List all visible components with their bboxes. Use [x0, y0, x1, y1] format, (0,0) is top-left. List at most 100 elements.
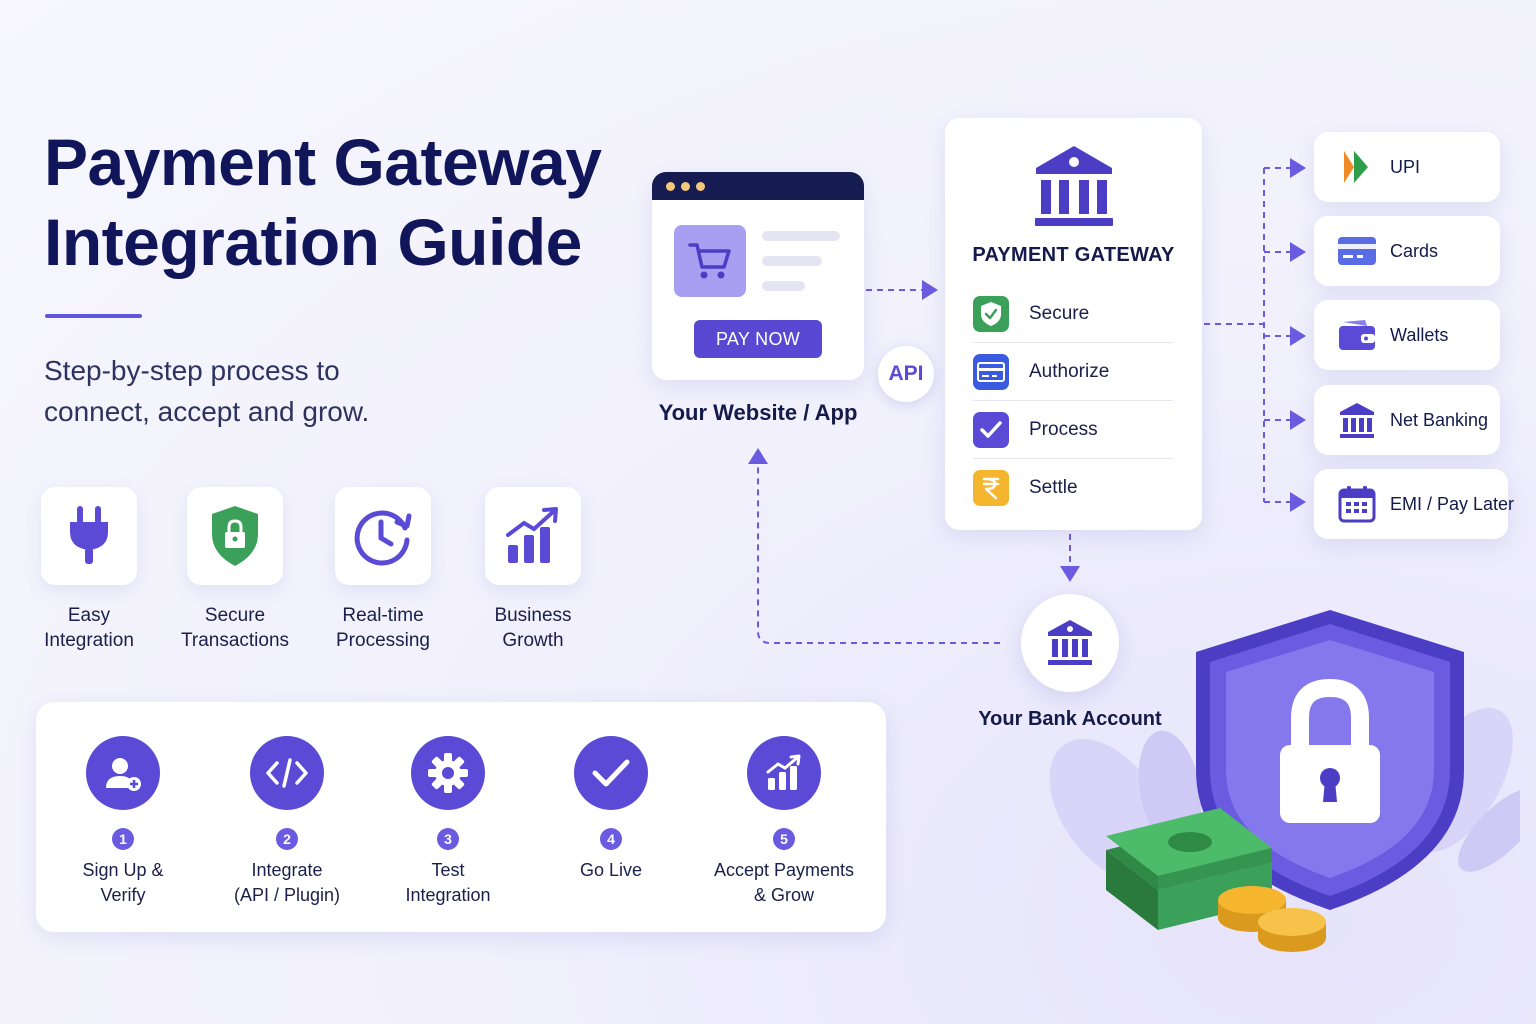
cart-tile: [674, 225, 746, 297]
step-sign-up: 1 Sign Up & Verify: [38, 736, 208, 908]
gateway-step-label: Secure: [1029, 303, 1090, 324]
bank-icon: [1035, 146, 1113, 226]
method-wallets[interactable]: Wallets: [1314, 300, 1500, 370]
feature-label: Business Growth: [458, 603, 608, 653]
wallet-icon: [1334, 312, 1380, 358]
step-label: Accept Payments & Grow: [699, 858, 869, 908]
feature-easy-integration: Easy Integration: [14, 487, 164, 653]
subtitle: Step-by-step process to connect, accept …: [44, 350, 464, 432]
method-upi[interactable]: UPI: [1314, 132, 1500, 202]
step-label-line-1: Integrate: [251, 860, 323, 880]
check-icon: [592, 759, 630, 787]
bank-account-label: Your Bank Account: [978, 708, 1162, 730]
method-cards[interactable]: Cards: [1314, 216, 1500, 286]
step-number: 1: [112, 828, 134, 850]
coins-icon: [1218, 886, 1326, 952]
method-label: Cards: [1390, 240, 1439, 261]
method-emi-pay-later[interactable]: EMI / Pay Later: [1314, 469, 1514, 539]
bank-icon: [1048, 620, 1092, 665]
step-label-line-1: Sign Up &: [82, 860, 164, 880]
feature-tile: [335, 487, 431, 585]
title-line-1: Payment Gateway: [44, 125, 602, 199]
step-go-live: 4 Go Live: [526, 736, 696, 883]
step-label: Test Integration: [363, 858, 533, 908]
gateway-step-authorize: Authorize: [973, 343, 1173, 401]
feature-label: Easy Integration: [14, 603, 164, 653]
step-number: 2: [276, 828, 298, 850]
step-label-line-2: Integration: [405, 885, 491, 905]
method-label: UPI: [1390, 156, 1421, 177]
step-number: 5: [773, 828, 795, 850]
website-mockup: PAY NOW: [652, 172, 864, 380]
growth-chart-icon: [766, 754, 801, 790]
api-badge: API: [878, 346, 934, 402]
step-icon-circle: [747, 736, 821, 810]
feature-label-line-2: Processing: [336, 630, 430, 651]
step-integrate: 2 Integrate (API / Plugin): [202, 736, 372, 908]
bank-account-node: [1021, 594, 1119, 692]
window-dot: [696, 182, 705, 191]
feature-label-line-2: Integration: [44, 630, 134, 651]
feature-label-line-1: Business: [494, 605, 572, 626]
step-label-line-1: Test: [431, 860, 465, 880]
card-icon: [1334, 228, 1380, 274]
method-net-banking[interactable]: Net Banking: [1314, 385, 1500, 455]
step-label-line-1: Go Live: [579, 860, 643, 880]
gateway-step-label: Authorize: [1029, 361, 1110, 382]
upi-icon: [1334, 144, 1380, 190]
code-icon: [266, 758, 308, 788]
feature-label: Real-time Processing: [308, 603, 458, 653]
title-divider: [45, 314, 142, 318]
method-label: EMI / Pay Later: [1390, 493, 1515, 514]
rupee-icon: [973, 470, 1009, 506]
clock-refresh-icon: [354, 510, 412, 566]
feature-label-line-2: Transactions: [180, 630, 290, 651]
feature-label-line-1: Secure: [204, 605, 266, 626]
bank-icon: [1334, 397, 1380, 443]
step-icon-circle: [86, 736, 160, 810]
feature-label-line-1: Real-time: [342, 605, 424, 626]
step-label: Go Live: [526, 858, 696, 883]
step-icon-circle: [250, 736, 324, 810]
subtitle-line-1: Step-by-step process to: [44, 355, 340, 386]
gateway-step-settle: Settle: [973, 459, 1173, 517]
browser-title-bar: [652, 172, 864, 200]
cart-icon: [688, 243, 731, 279]
placeholder-line: [762, 256, 822, 266]
growth-chart-icon: [506, 507, 558, 563]
cash-stack-icon: [1106, 808, 1272, 930]
pay-now-button[interactable]: PAY NOW: [694, 320, 822, 358]
shield-check-icon: [973, 296, 1009, 332]
gateway-title: PAYMENT GATEWAY: [972, 244, 1175, 266]
gear-icon: [428, 753, 468, 793]
feature-label: Secure Transactions: [160, 603, 310, 653]
gateway-step-process: Process: [973, 401, 1173, 459]
gateway-step-label: Process: [1029, 419, 1098, 440]
divider: [973, 458, 1173, 459]
gateway-step-label: Settle: [1029, 477, 1078, 498]
divider: [973, 342, 1173, 343]
window-dot: [681, 182, 690, 191]
feature-tile: [187, 487, 283, 585]
step-label-line-2: Verify: [100, 885, 146, 905]
step-icon-circle: [574, 736, 648, 810]
step-number: 3: [437, 828, 459, 850]
security-illustration: [1049, 610, 1520, 952]
plug-icon: [70, 506, 108, 564]
step-label-line-1: Accept Payments: [713, 860, 855, 880]
user-add-icon: [106, 758, 141, 791]
step-icon-circle: [411, 736, 485, 810]
placeholder-line: [762, 231, 840, 241]
gateway-step-secure: Secure: [973, 285, 1173, 343]
feature-label-line-2: Growth: [502, 630, 564, 651]
step-label: Integrate (API / Plugin): [202, 858, 372, 908]
method-label: Net Banking: [1390, 409, 1489, 430]
window-dot: [666, 182, 675, 191]
payment-gateway-card: PAYMENT GATEWAY Secure Authorize Process…: [945, 118, 1202, 530]
step-label-line-2: (API / Plugin): [233, 885, 341, 905]
feature-secure-transactions: Secure Transactions: [160, 487, 310, 653]
feature-tile: [41, 487, 137, 585]
calendar-icon: [1334, 481, 1380, 527]
step-accept-payments: 5 Accept Payments & Grow: [699, 736, 869, 908]
step-label-line-2: & Grow: [753, 885, 814, 905]
